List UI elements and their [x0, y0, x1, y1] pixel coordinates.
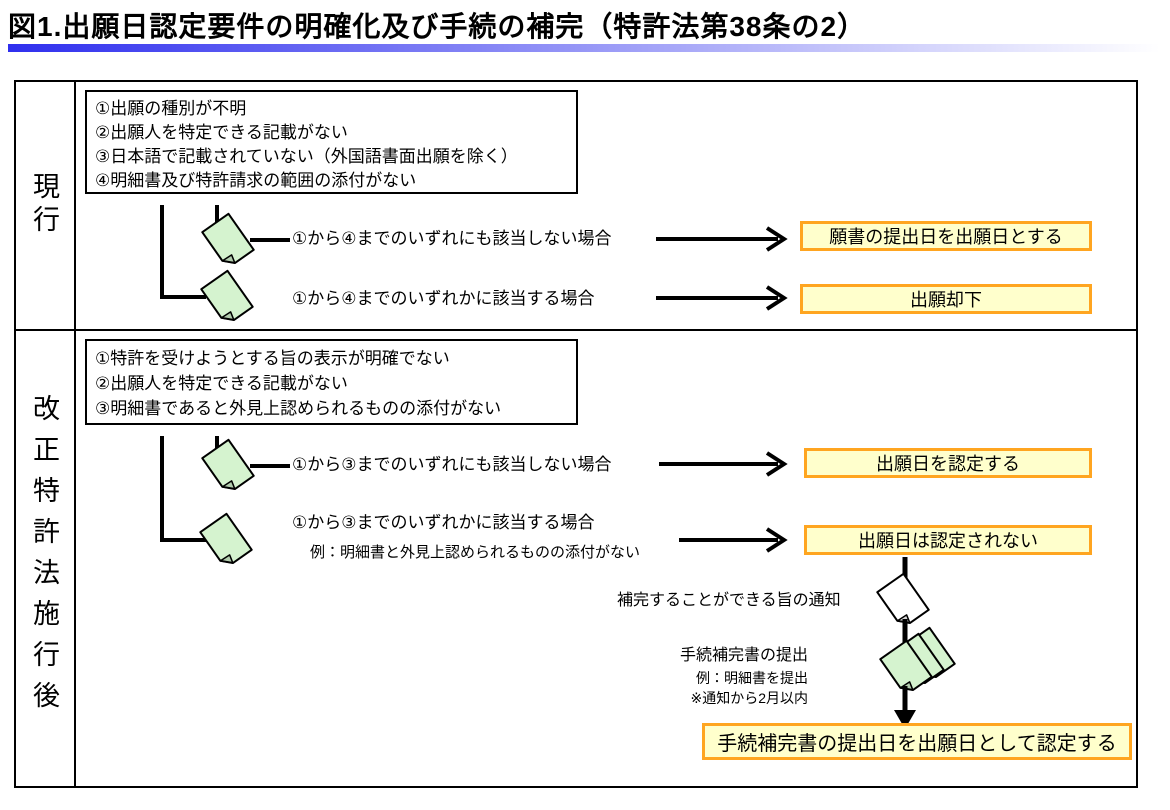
submission-example-label: 例：明細書を提出 [696, 670, 808, 686]
branch-label-no-match-current: ①から④までのいずれにも該当しない場合 [292, 229, 612, 248]
label-column-divider [74, 80, 76, 788]
branch-label-match-revised: ①から③までのいずれかに該当する場合 [292, 513, 595, 532]
figure-title: 図1.出願日認定要件の明確化及び手続の補完（特許法第38条の2） [8, 11, 867, 42]
row-header-current-label: 現行 [29, 171, 59, 238]
notice-label: 補完することができる旨の通知 [617, 592, 841, 609]
branch-label-no-match-revised: ①から③までのいずれにも該当しない場合 [292, 455, 612, 474]
condition-item: ③明細書であると外見上認められるものの添付がない [95, 399, 502, 418]
title-underline-bar [8, 44, 1160, 52]
result-box-filing-date-not-recognized: 出願日は認定されない [804, 525, 1092, 555]
submission-note-block: 手続補完書の提出 例：明細書を提出 ※通知から2月以内 [560, 644, 808, 708]
row-header-current: 現行 [16, 82, 73, 327]
row-header-revised: 改正特許法施行後 [16, 331, 73, 784]
condition-item: ①特許を受けようとする旨の表示が明確でない [95, 349, 450, 368]
condition-item: ③日本語で記載されていない（外国語書面出願を除く） [95, 147, 518, 166]
branch-example-label: 例：明細書と外見上認められるものの添付がない [310, 544, 641, 561]
condition-item: ②出願人を特定できる記載がない [95, 374, 348, 393]
row-header-revised-label: 改正特許法施行後 [29, 393, 59, 722]
result-box-filing-date-recognized: 出願日を認定する [804, 448, 1092, 478]
result-box-application-dismissed: 出願却下 [800, 284, 1092, 314]
submission-label: 手続補完書の提出 [679, 647, 808, 664]
condition-item: ④明細書及び特許請求の範囲の添付がない [95, 171, 417, 190]
condition-item: ①出願の種別が不明 [95, 99, 247, 118]
result-box-filing-date-granted: 願書の提出日を出願日とする [800, 221, 1092, 251]
row-divider [14, 329, 1138, 331]
current-conditions-box: ①出願の種別が不明 ②出願人を特定できる記載がない ③日本語で記載されていない（… [85, 90, 578, 194]
branch-label-match-current: ①から④までのいずれかに該当する場合 [292, 289, 595, 308]
condition-item: ②出願人を特定できる記載がない [95, 123, 348, 142]
revised-conditions-box: ①特許を受けようとする旨の表示が明確でない ②出願人を特定できる記載がない ③明… [85, 339, 578, 425]
diagram-table-border [14, 80, 1138, 788]
submission-deadline-label: ※通知から2月以内 [690, 690, 808, 706]
result-box-completion-date-recognized: 手続補完書の提出日を出願日として認定する [702, 723, 1132, 760]
